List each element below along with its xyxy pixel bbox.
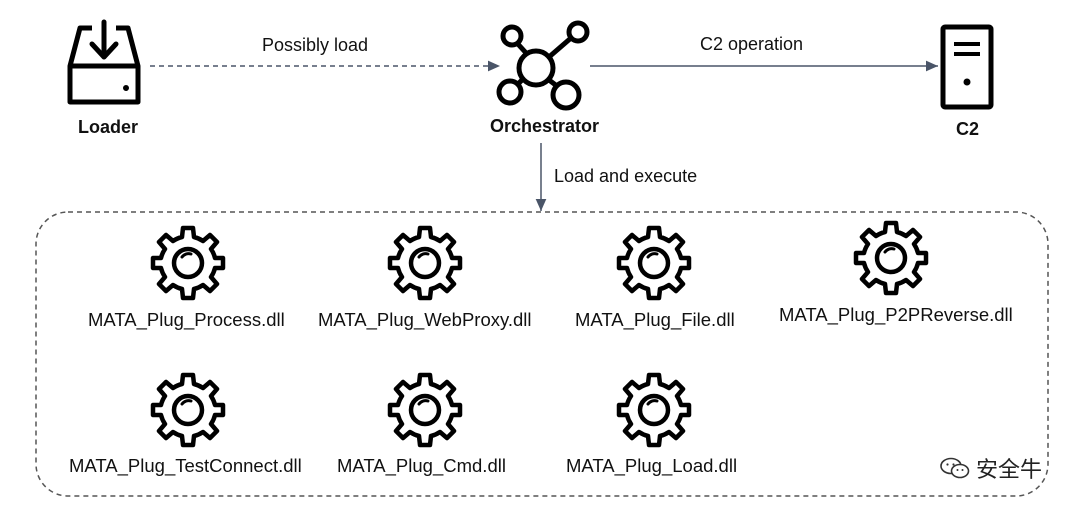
plugin-container: [35, 211, 1049, 497]
gear-icon: [619, 228, 689, 298]
orchestrator-label: Orchestrator: [490, 116, 600, 136]
plugin-label-process: MATA_Plug_Process.dll: [88, 309, 285, 330]
edge-label-load-and-execute: Load and execute: [554, 166, 698, 186]
plugin-label-webproxy: MATA_Plug_WebProxy.dll: [318, 309, 532, 330]
gear-icon: [153, 375, 223, 445]
gear-icon: [856, 223, 926, 293]
c2-label: C2: [956, 119, 980, 139]
edge-label-possibly-load: Possibly load: [262, 35, 369, 55]
gear-icon: [619, 375, 689, 445]
edge-label-c2-operation: C2 operation: [700, 34, 804, 54]
gear-icon: [390, 228, 460, 298]
plugin-label-p2preverse: MATA_Plug_P2PReverse.dll: [779, 304, 1013, 325]
wechat-icon: [940, 457, 970, 479]
gear-icon: [153, 228, 223, 298]
download-tray-icon: [67, 19, 141, 105]
watermark-text: 安全牛: [975, 457, 1042, 482]
plugin-label-load: MATA_Plug_Load.dll: [566, 455, 738, 476]
hub-network-icon: [496, 20, 590, 111]
plugin-label-file: MATA_Plug_File.dll: [575, 309, 735, 330]
loader-label: Loader: [78, 117, 139, 137]
plugin-label-cmd: MATA_Plug_Cmd.dll: [337, 455, 506, 476]
plugin-label-testconnect: MATA_Plug_TestConnect.dll: [69, 455, 302, 476]
watermark: 安全牛: [940, 452, 1042, 484]
gear-icon: [390, 375, 460, 445]
server-icon: [940, 24, 994, 110]
